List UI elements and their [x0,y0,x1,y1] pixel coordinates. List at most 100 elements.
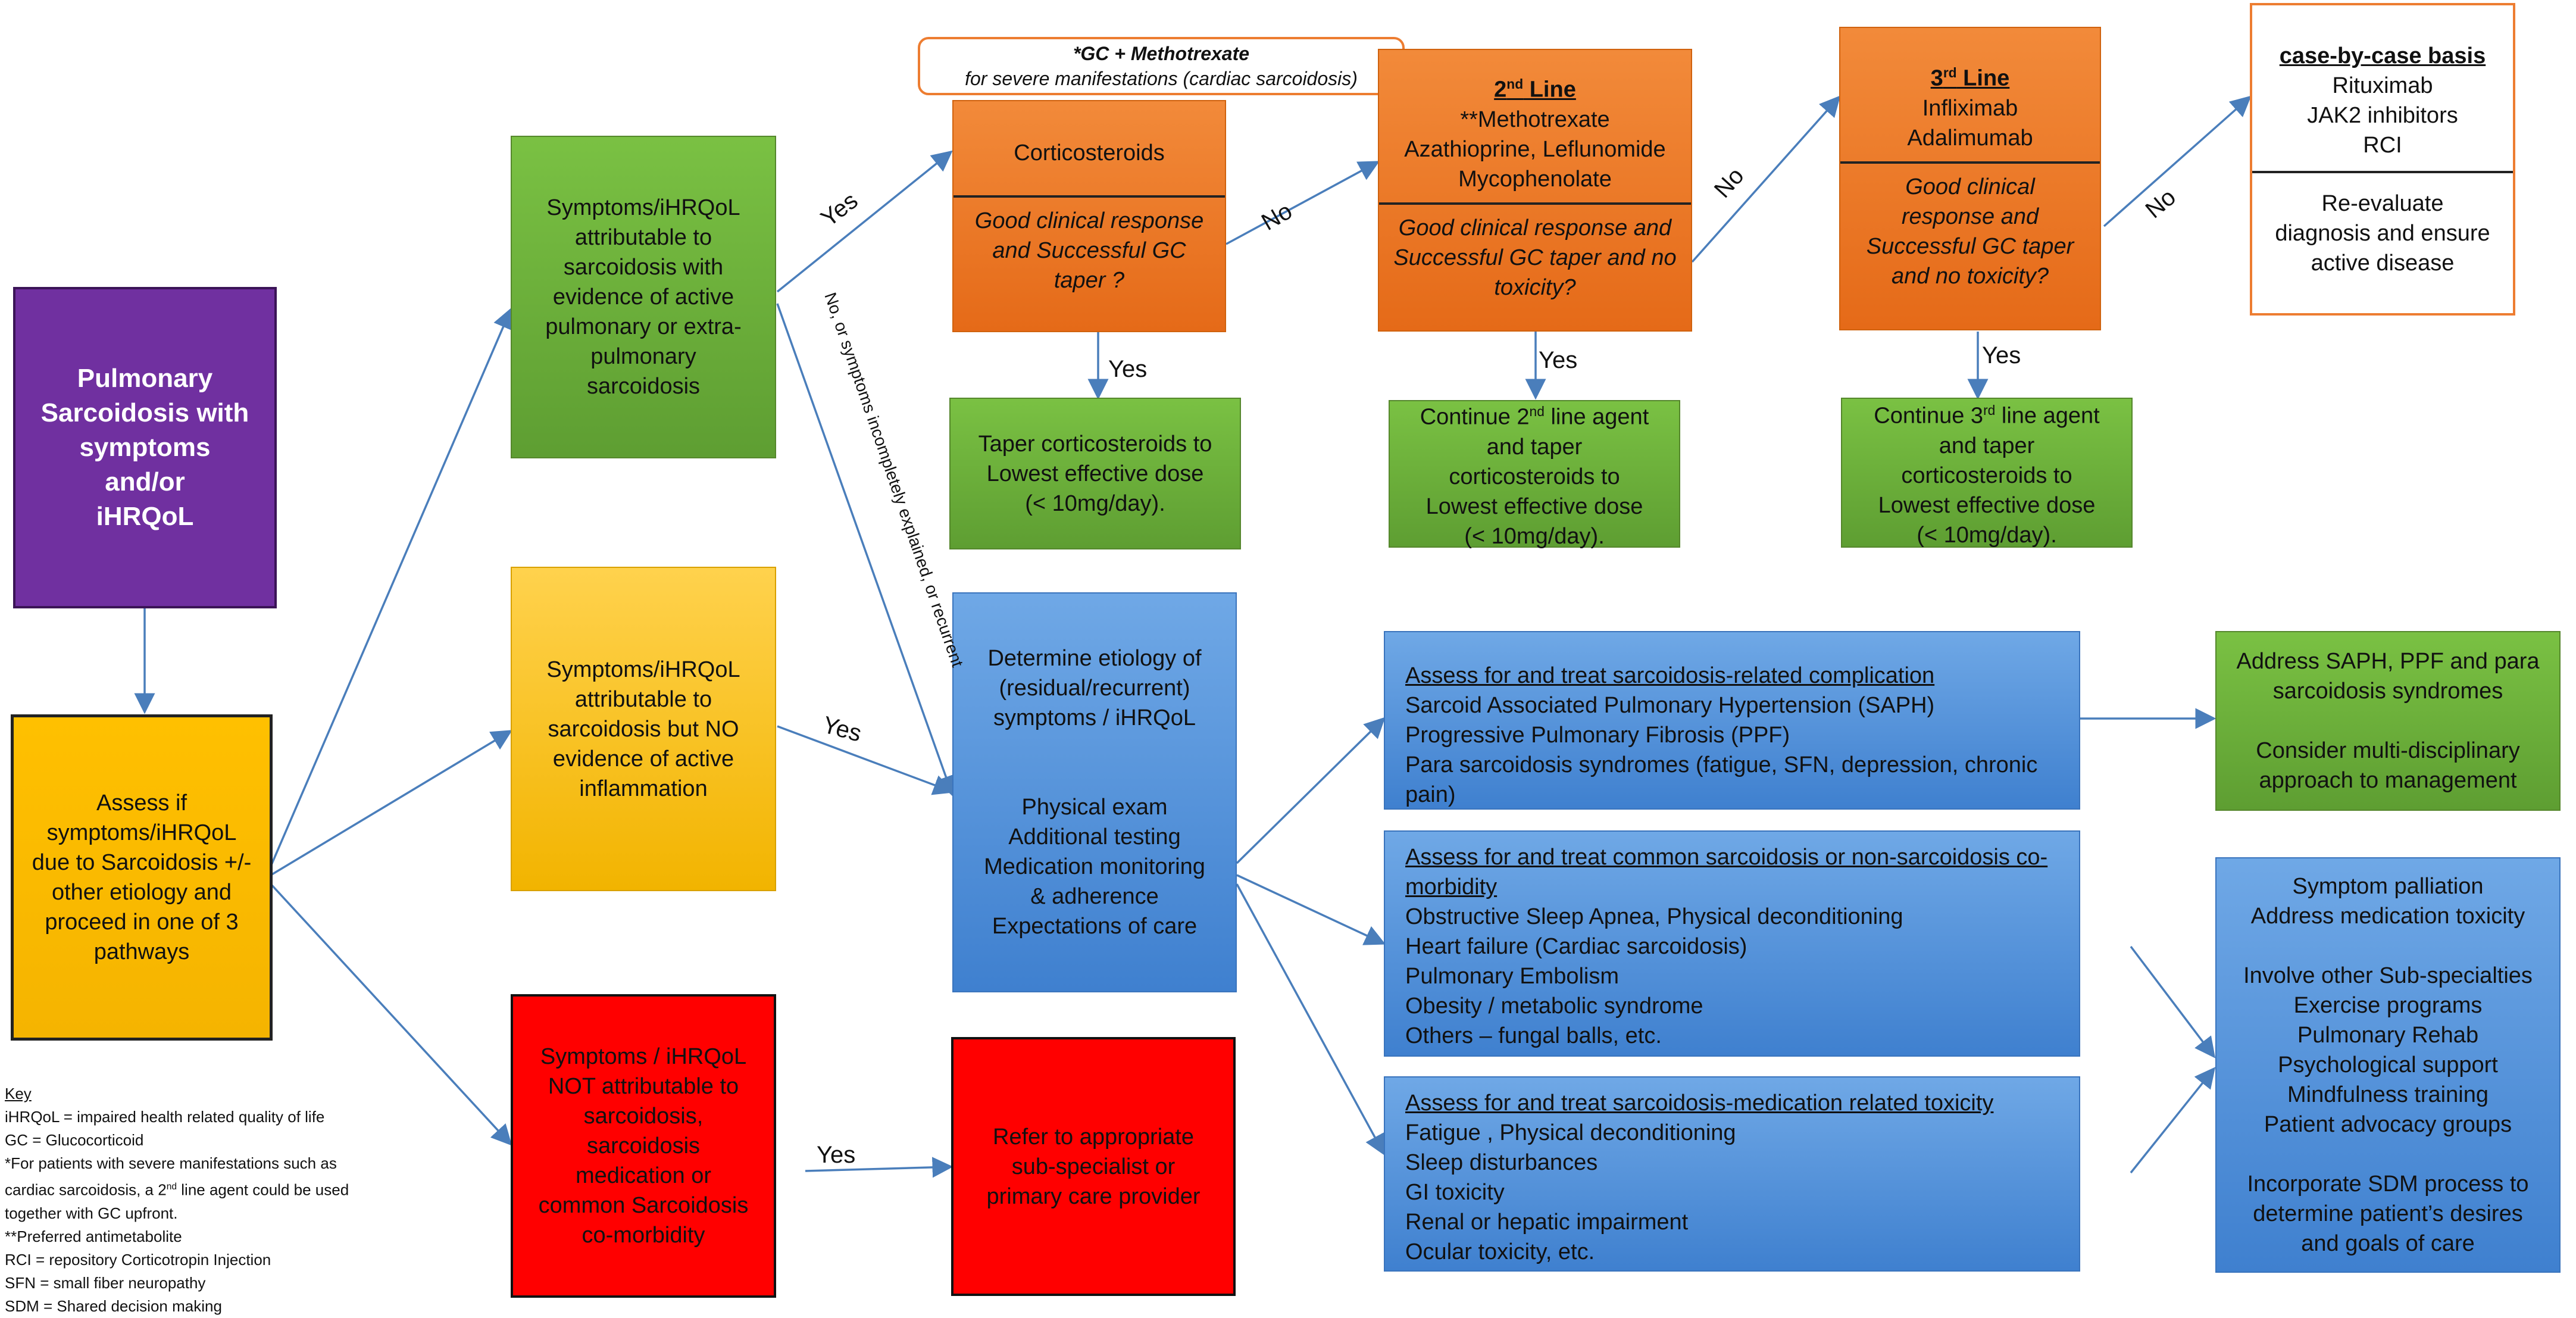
comorbidity-item: Obesity / metabolic syndrome [1405,994,1703,1019]
case-by-case-note-line: active disease [2311,251,2455,276]
divider [954,195,1225,198]
etiology-line: symptoms / iHRQoL [993,705,1196,730]
toxicity-heading: Assess for and treat sarcoidosis-medicat… [1405,1091,1994,1116]
key-title: Key [5,1085,32,1103]
gc-methotrexate-note: *GC + Methotrexate for severe manifestat… [918,37,1405,95]
refer-line: sub-specialist or [1011,1154,1176,1179]
second-line-title: 2nd Line [1494,76,1576,102]
start-box: Pulmonary Sarcoidosis with symptoms and/… [13,287,277,608]
complication-heading: Assess for and treat sarcoidosis-related… [1405,663,1935,688]
continue3-line: and taper [1939,433,2035,458]
yellow-path-line: evidence of active [552,746,734,772]
key-line: cardiac sarcoidosis, a 2nd line agent co… [5,1180,349,1199]
palliation-line: determine patient’s desires [2253,1201,2523,1226]
arrow-toxicity-to-palliation [2130,1067,2216,1174]
palliation-line: Address medication toxicity [2250,904,2525,929]
divider [2252,171,2513,173]
complication-item: Para sarcoidosis syndromes (fatigue, SFN… [1405,752,2038,807]
second-line-question: Good clinical response and Successful GC… [1393,213,1676,302]
start-title-line: Sarcoidosis with [40,398,249,427]
assess-line: Assess if [96,791,187,816]
arrow-comorbidity-to-palliation [2130,945,2216,1058]
start-title-line: Pulmonary [77,364,213,393]
comorbidity-heading: Assess for and treat common sarcoidosis … [1405,845,2048,900]
third-line-question-line: and no toxicity? [1891,263,2049,289]
comorbidity-item: Obstructive Sleep Apnea, Physical decond… [1405,904,1903,929]
key-line: iHRQoL = impaired health related quality… [5,1108,325,1126]
toxicity-item: GI toxicity [1405,1180,1505,1205]
key-line: SDM = Shared decision making [5,1297,222,1315]
toxicity-item: Ocular toxicity, etc. [1405,1239,1595,1264]
cortico-question-line: and Successful GC [992,238,1186,263]
yellow-path-line: attributable to [574,686,712,712]
palliation-line: Involve other Sub-specialties [2243,963,2533,988]
palliation-line: Pulmonary Rehab [2297,1023,2479,1048]
continue2-line: (< 10mg/day). [1464,523,1605,549]
yes-label: Yes [1539,347,1578,373]
palliation-line: and goals of care [2301,1231,2475,1256]
continue3-line: Lowest effective dose [1878,492,2096,518]
toxicity-item: Renal or hepatic impairment [1405,1210,1689,1235]
cortico-title: Corticosteroids [1014,140,1165,165]
continue3-line: Continue 3rd line agent [1874,402,2100,429]
case-by-case-note-line: diagnosis and ensure [2275,221,2490,246]
key-line: *For patients with severe manifestations… [5,1154,337,1172]
etiology-line: Expectations of care [992,914,1198,939]
arrow-etiology-to-toxicity [1236,883,1385,1156]
comorbidity-item: Others – fungal balls, etc. [1405,1023,1662,1048]
arrow-etiology-to-complication [1236,717,1386,864]
etiology-line: (residual/recurrent) [999,676,1190,701]
red-path-line: medication or [575,1163,712,1188]
palliation-line: Incorporate SDM process to [2247,1172,2529,1197]
red-path-line: co-morbidity [582,1223,705,1248]
start-title-line: and/or [105,467,185,496]
continue3-line: (< 10mg/day). [1917,522,2057,548]
green-path-line: pulmonary [590,344,696,369]
taper-line: (< 10mg/day). [1025,491,1165,516]
third-line-title: 3rd Line [1930,65,2010,91]
third-line-question-line: response and [1901,204,2039,229]
yellow-path-line: sarcoidosis but NO [548,716,739,742]
yellow-path-line: inflammation [579,776,708,801]
key-line: **Preferred antimetabolite [5,1227,182,1245]
continue-second-line-box: Continue 2nd line agent and taper cortic… [1389,400,1680,549]
case-by-case-title: case-by-case basis [2279,43,2486,68]
arrow-yellow-to-etiology [777,725,955,795]
second-line-drug: Mycophenolate [1458,166,1612,192]
palliation-line: Exercise programs [2293,993,2483,1018]
palliation-line: Patient advocacy groups [2264,1112,2512,1137]
gc-note-subtitle: for severe manifestations (cardiac sarco… [965,68,1358,89]
second-line-question-line: toxicity? [1494,274,1576,300]
cortico-question: Good clinical response and Successful GC… [975,206,1203,295]
etiology-line: Determine etiology of [987,646,1202,671]
case-by-case-drug: RCI [2363,133,2402,158]
address-complications-box: Address SAPH, PPF and para sarcoidosis s… [2215,631,2561,811]
second-line-question-line: Good clinical response and [1398,215,1672,241]
start-title-line: iHRQoL [96,502,194,531]
red-path-line: NOT attributable to [548,1074,739,1099]
gc-note-title: *GC + Methotrexate [1073,43,1250,64]
green-path-line: attributable to [574,225,712,250]
second-line-question-line: Successful GC taper and no [1393,245,1677,270]
taper-corticosteroids-box: Taper corticosteroids to Lowest effectiv… [949,398,1241,549]
arrow-green-to-cortico [776,150,953,293]
assess-line: other etiology and [51,880,232,905]
toxicity-item: Sleep disturbances [1405,1150,1598,1175]
yes-label: Yes [1108,356,1148,382]
start-title-line: symptoms [79,433,211,462]
yes-label: Yes [817,1142,856,1168]
no-inflammation-box: Symptoms/iHRQoL attributable to sarcoido… [511,567,776,891]
third-line-drug: Infliximab [1922,95,2018,121]
continue2-line: and taper [1486,434,1583,460]
complication-box: Assess for and treat sarcoidosis-related… [1384,631,2080,810]
yellow-path-line: Symptoms/iHRQoL [546,657,740,682]
palliation-line: Psychological support [2278,1052,2498,1077]
assess-line: proceed in one of 3 [45,910,239,935]
taper-line: Lowest effective dose [986,461,1204,486]
red-path-line: common Sarcoidosis [538,1193,749,1218]
continue2-line: corticosteroids to [1449,464,1620,489]
case-by-case-drug: JAK2 inhibitors [2307,103,2458,128]
continue-third-line-box: Continue 3rd line agent and taper cortic… [1841,398,2133,548]
taper-line: Taper corticosteroids to [978,431,1212,457]
second-line-drug: **Methotrexate [1460,107,1610,132]
